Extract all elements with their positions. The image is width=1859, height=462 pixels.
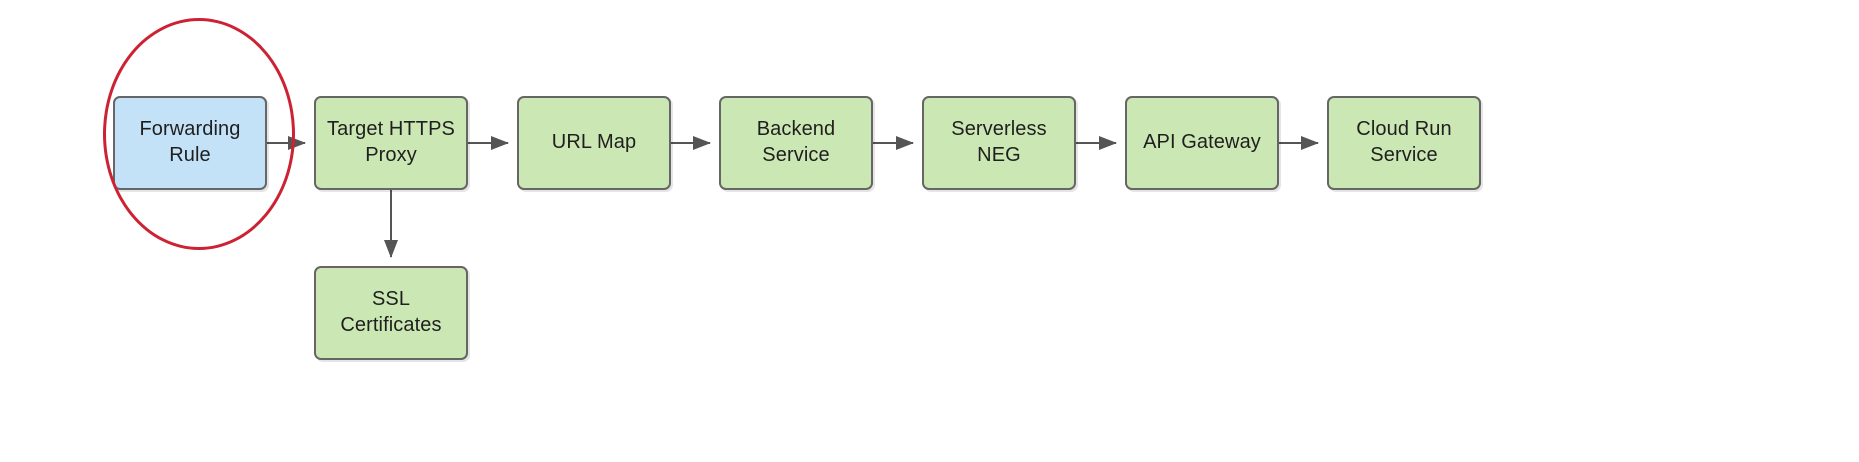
node-api-gateway[interactable]: API Gateway	[1125, 96, 1279, 190]
node-label-api-gateway: API Gateway	[1143, 131, 1261, 154]
node-label-cloud-run-service: Cloud Run Service	[1356, 118, 1452, 166]
node-serverless-neg[interactable]: Serverless NEG	[922, 96, 1076, 190]
node-label-ssl-certificates: SSL Certificates	[340, 288, 442, 336]
node-backend-service[interactable]: Backend Service	[719, 96, 873, 190]
node-label-target-https-proxy: Target HTTPS Proxy	[327, 118, 455, 166]
highlight-ellipse-forwarding-rule	[103, 18, 295, 250]
node-cloud-run-service[interactable]: Cloud Run Service	[1327, 96, 1481, 190]
node-url-map[interactable]: URL Map	[517, 96, 671, 190]
node-label-backend-service: Backend Service	[756, 118, 836, 166]
node-target-https-proxy[interactable]: Target HTTPS Proxy	[314, 96, 468, 190]
node-label-url-map: URL Map	[551, 131, 637, 154]
node-label-serverless-neg: Serverless NEG	[951, 118, 1047, 166]
node-ssl-certificates[interactable]: SSL Certificates	[314, 266, 468, 360]
